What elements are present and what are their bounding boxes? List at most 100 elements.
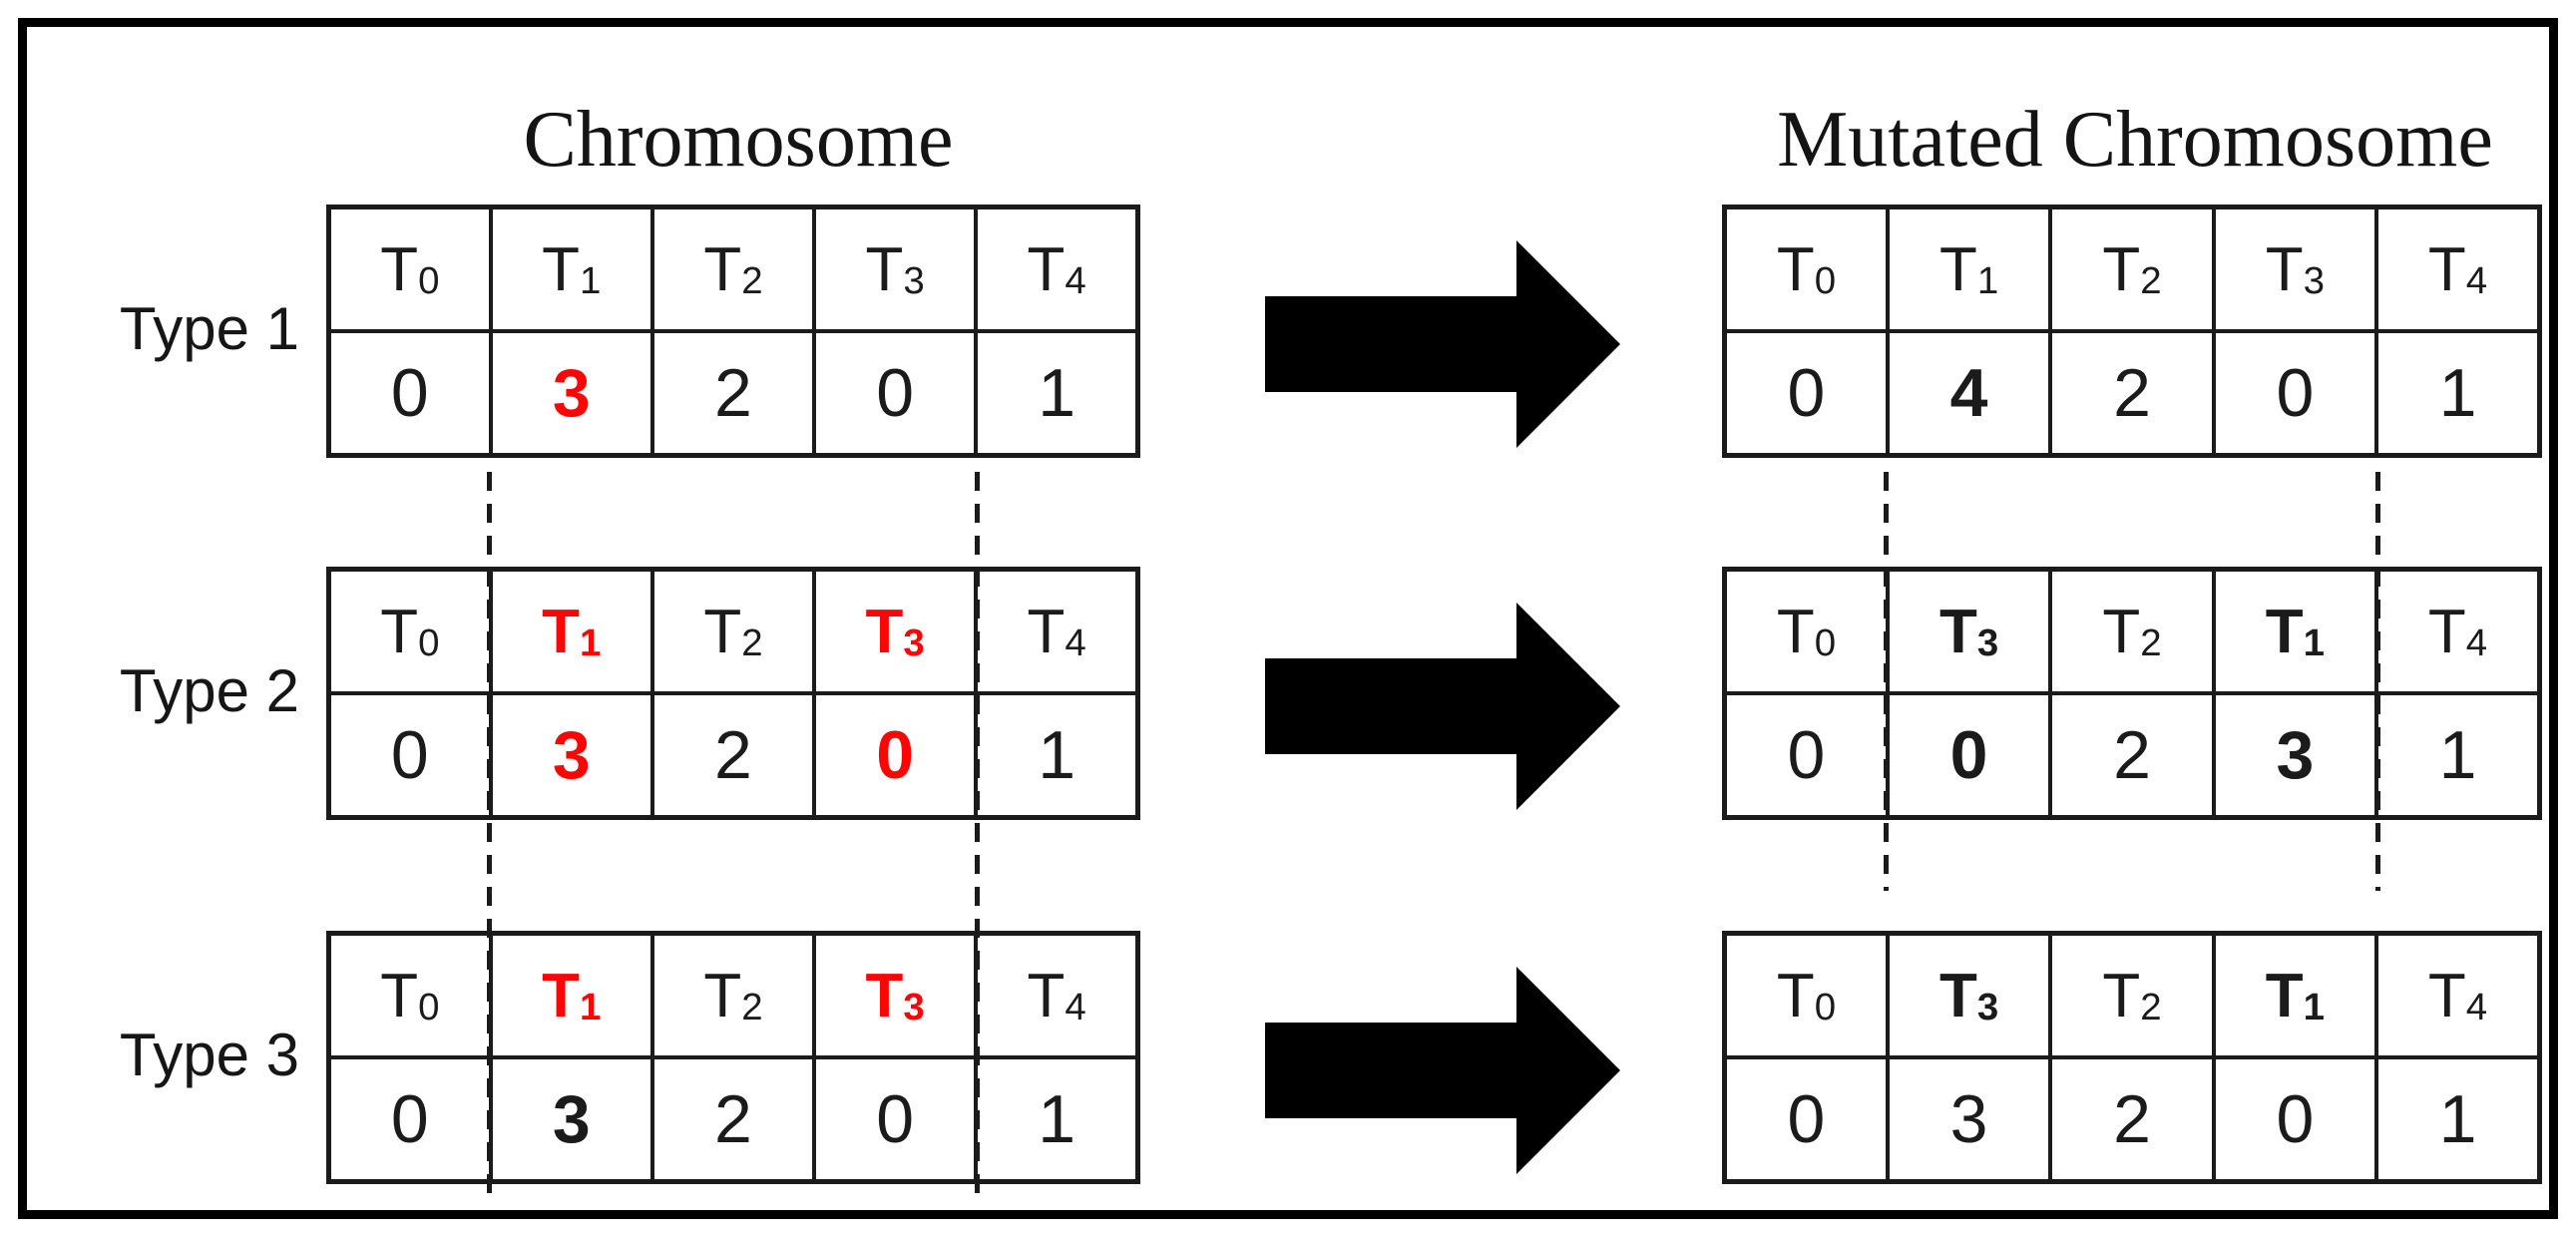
value-cell: 2 <box>649 1055 817 1184</box>
gene-header-base: T <box>1027 597 1066 666</box>
gene-value: 2 <box>2113 355 2151 431</box>
gene-value: 0 <box>390 355 429 431</box>
value-cell: 1 <box>974 1055 1140 1184</box>
gene-header-base: T <box>1938 234 1977 304</box>
gene-header-subscript: 2 <box>2140 259 2162 303</box>
gene-header-base: T <box>703 234 742 304</box>
value-cell: 0 <box>2211 1055 2379 1184</box>
header-cell-T3: T3 <box>812 567 979 695</box>
gene-header-base: T <box>1027 234 1066 304</box>
gene-header-subscript: 3 <box>2303 259 2325 303</box>
gene-header-label: T0 <box>380 235 439 304</box>
gene-header-subscript: 4 <box>1065 621 1086 665</box>
gene-value: 2 <box>714 1081 752 1157</box>
value-cell: 1 <box>2374 691 2542 820</box>
header-cell-T4: T4 <box>974 205 1140 333</box>
gene-header-label: T3 <box>1939 598 1998 666</box>
value-cell: 0 <box>812 1055 979 1184</box>
chromosome-title: Chromosome <box>523 96 954 184</box>
value-cell: 1 <box>974 691 1140 820</box>
crossover-cut-line-left <box>975 472 981 1199</box>
header-cell-T2: T2 <box>649 205 817 333</box>
value-cell: 0 <box>1722 691 1890 820</box>
value-cell: 2 <box>2048 691 2216 820</box>
header-cell-T1: T1 <box>488 567 654 695</box>
gene-header-subscript: 4 <box>2465 259 2488 303</box>
value-cell: 0 <box>2211 329 2379 458</box>
gene-header-label: T0 <box>380 598 439 666</box>
gene-header-base: T <box>542 961 581 1031</box>
gene-value: 2 <box>714 717 752 793</box>
gene-header-subscript: 2 <box>741 986 763 1030</box>
header-cell-T2: T2 <box>2048 931 2216 1059</box>
value-cell: 4 <box>1885 329 2053 458</box>
gene-value: 0 <box>1949 717 1988 793</box>
gene-value: 0 <box>1787 355 1826 431</box>
header-cell-T4: T4 <box>974 567 1140 695</box>
gene-header-subscript: 2 <box>2140 621 2162 665</box>
gene-value: 0 <box>1787 717 1826 793</box>
gene-header-base: T <box>2102 597 2141 666</box>
gene-header-label: T4 <box>1028 962 1086 1031</box>
gene-header-subscript: 0 <box>1814 621 1837 665</box>
mutation-arrow-icon <box>1265 240 1620 448</box>
gene-value: 3 <box>552 717 591 793</box>
gene-header-subscript: 0 <box>418 621 440 665</box>
header-cell-T1: T1 <box>488 205 654 333</box>
gene-header-label: T1 <box>542 235 601 304</box>
value-cell: 3 <box>488 1055 654 1184</box>
gene-header-base: T <box>2102 961 2141 1031</box>
gene-value: 0 <box>390 1081 429 1157</box>
header-cell-T0: T0 <box>326 567 493 695</box>
header-cell-T0: T0 <box>326 931 493 1059</box>
gene-header-base: T <box>865 597 904 666</box>
value-cell: 0 <box>1722 1055 1890 1184</box>
gene-header-subscript: 3 <box>903 986 925 1030</box>
value-cell: 1 <box>2374 329 2542 458</box>
value-cell: 3 <box>488 691 654 820</box>
gene-value: 1 <box>1038 355 1076 431</box>
value-cell: 0 <box>812 329 979 458</box>
header-cell-T0: T0 <box>1722 205 1890 333</box>
gene-header-base: T <box>1027 961 1066 1031</box>
header-cell-T4: T4 <box>2374 567 2542 695</box>
value-cell: 0 <box>326 691 493 820</box>
gene-header-subscript: 0 <box>418 986 440 1030</box>
gene-header-base: T <box>380 961 419 1031</box>
gene-header-label: T2 <box>703 235 762 304</box>
value-cell: 2 <box>2048 329 2216 458</box>
gene-header-label: T4 <box>2428 962 2487 1031</box>
value-cell: 1 <box>974 329 1140 458</box>
header-cell-T3: T3 <box>812 931 979 1059</box>
gene-value: 0 <box>2276 1081 2315 1157</box>
gene-value: 0 <box>1787 1081 1826 1157</box>
gene-header-subscript: 2 <box>2140 986 2162 1030</box>
gene-header-base: T <box>542 234 581 304</box>
gene-value: 1 <box>2438 1081 2477 1157</box>
gene-header-label: T3 <box>2266 235 2325 304</box>
mutation-arrow-icon <box>1265 967 1620 1174</box>
gene-header-subscript: 1 <box>1976 259 1999 303</box>
header-cell-T1: T1 <box>2211 931 2379 1059</box>
gene-header-base: T <box>703 597 742 666</box>
crossover-cut-line-right <box>1883 472 1889 891</box>
value-cell: 2 <box>649 329 817 458</box>
mutation-arrow-icon <box>1265 603 1620 810</box>
gene-value: 2 <box>2113 1081 2151 1157</box>
header-cell-T4: T4 <box>2374 931 2542 1059</box>
header-cell-T3: T3 <box>1885 567 2053 695</box>
header-cell-T1: T1 <box>488 931 654 1059</box>
header-cell-T3: T3 <box>2211 205 2379 333</box>
gene-header-label: T1 <box>542 598 601 666</box>
header-cell-T0: T0 <box>1722 567 1890 695</box>
gene-header-base: T <box>2427 961 2466 1031</box>
gene-header-base: T <box>1776 234 1815 304</box>
gene-value: 0 <box>876 1081 915 1157</box>
gene-header-base: T <box>2102 234 2141 304</box>
gene-header-subscript: 4 <box>2465 986 2488 1030</box>
gene-header-label: T2 <box>703 962 762 1031</box>
gene-header-subscript: 0 <box>1814 986 1837 1030</box>
